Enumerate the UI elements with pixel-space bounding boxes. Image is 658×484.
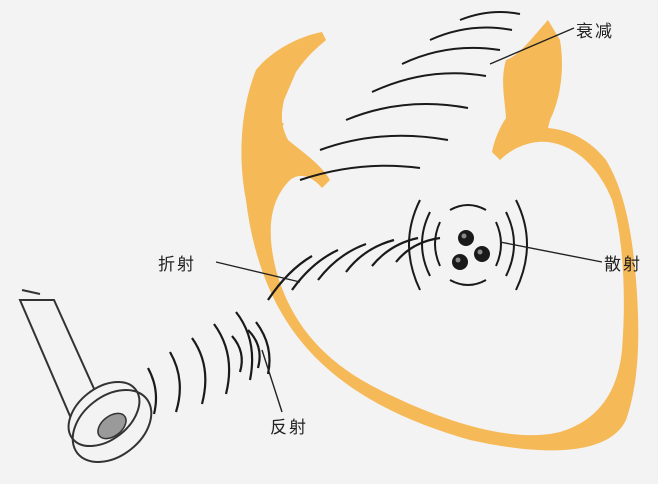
label-scattering: 散射 <box>604 250 642 275</box>
refraction-waves <box>268 238 440 300</box>
ultrasound-probe-icon <box>20 290 165 477</box>
label-reflection: 反射 <box>270 413 308 438</box>
heart-outline <box>241 20 638 450</box>
attenuation-waves <box>300 12 520 180</box>
scatterer-particles <box>452 230 490 270</box>
leader-refraction <box>216 262 300 282</box>
heart-wall <box>241 20 638 450</box>
leader-scattering <box>500 242 602 262</box>
label-attenuation: 衰减 <box>576 17 614 42</box>
leader-reflection <box>262 350 282 412</box>
reflection-waves <box>148 312 270 414</box>
label-refraction: 折射 <box>158 250 196 275</box>
